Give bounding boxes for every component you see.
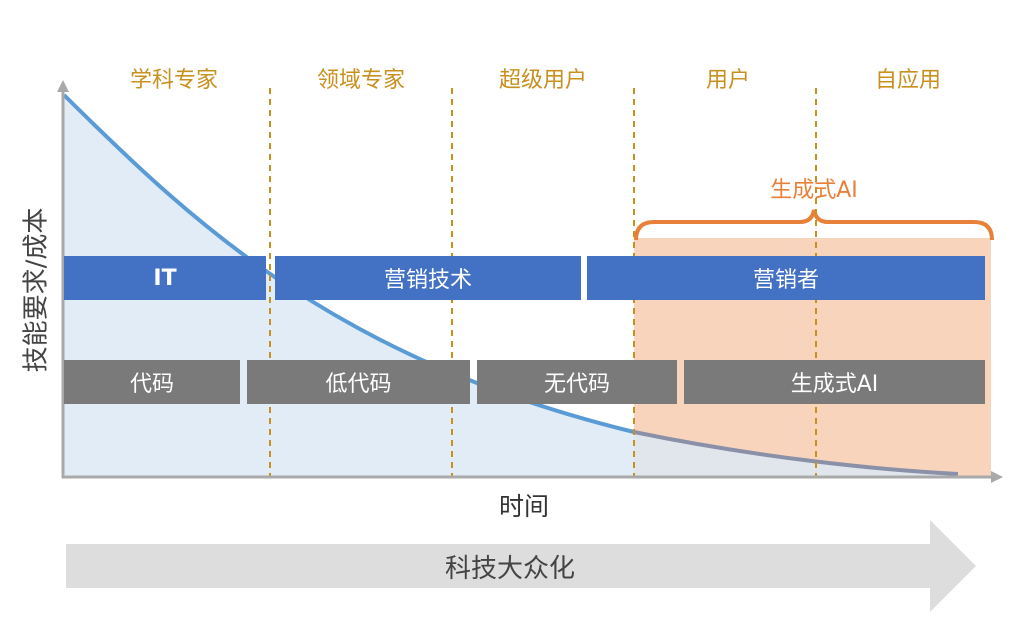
- y-axis-label: 技能要求/成本: [21, 207, 52, 373]
- bar-martech: 营销技术: [275, 256, 581, 300]
- bar-no-code: 无代码: [477, 360, 677, 404]
- x-axis-arrowhead: [991, 471, 1003, 483]
- bar-code: 代码: [64, 360, 240, 404]
- genai-bracket: [634, 209, 994, 241]
- bar-low-code: 低代码: [247, 360, 470, 404]
- bar-marketer: 营销者: [587, 256, 985, 300]
- bar-it: IT: [64, 256, 266, 300]
- zone-domain-expert: 领域专家: [316, 68, 406, 93]
- zone-self-app: 自应用: [874, 68, 942, 93]
- zone-user: 用户: [705, 68, 751, 93]
- zone-subject-expert: 学科专家: [129, 68, 219, 93]
- x-axis-label: 时间: [498, 492, 550, 521]
- zone-super-user: 超级用户: [498, 68, 588, 93]
- cost-curve-tail: [633, 430, 959, 476]
- democratization-arrow: [66, 520, 976, 612]
- bar-generative-ai: 生成式AI: [684, 360, 985, 404]
- y-axis-arrowhead: [57, 80, 69, 92]
- democratization-label: 科技大众化: [444, 554, 576, 584]
- genai-bracket-label: 生成式AI: [770, 178, 858, 203]
